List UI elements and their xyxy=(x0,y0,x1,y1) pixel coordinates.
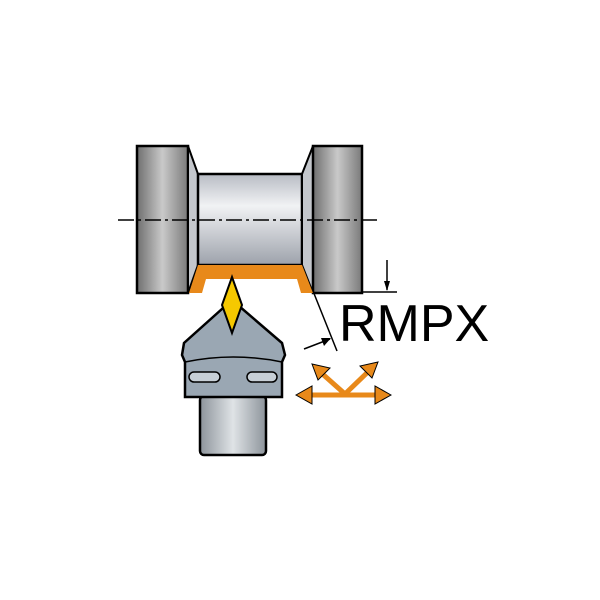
feed-direction-arrows-icon xyxy=(294,361,393,405)
machined-zone xyxy=(189,265,313,293)
dimension-lines xyxy=(303,260,397,352)
holder-shank xyxy=(198,394,268,457)
clamp-slot-right xyxy=(246,371,278,383)
workpiece xyxy=(118,144,377,295)
tool-designation-label: RMPX xyxy=(339,295,490,353)
insert xyxy=(220,274,244,336)
clamp-slot-left xyxy=(188,371,221,383)
tool-holder xyxy=(180,274,287,457)
